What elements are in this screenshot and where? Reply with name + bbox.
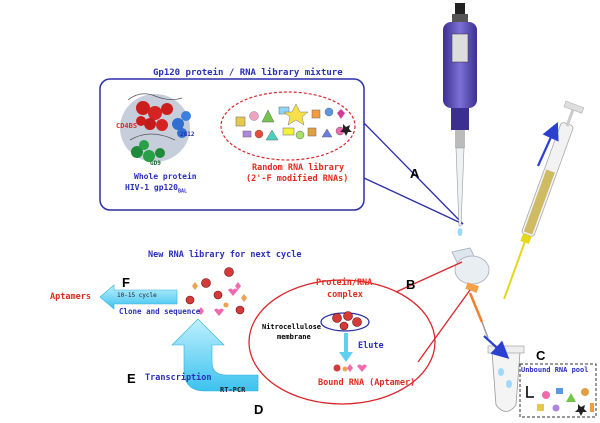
elute-label: Elute xyxy=(358,341,384,351)
gp120-protein-structure xyxy=(120,93,191,162)
membrane-label-2: membrane xyxy=(277,333,311,341)
syringe-illustration xyxy=(503,100,585,300)
complex-callout-bottom xyxy=(417,289,471,363)
pipette-illustration xyxy=(443,3,477,236)
unbound-pool-label: Unbound RNA pool xyxy=(521,366,589,374)
new-library-label: New RNA library for next cycle xyxy=(148,250,302,260)
callout-line-top xyxy=(363,122,464,225)
callout-line-bottom xyxy=(363,177,464,225)
bound-rna-label: Bound RNA (Aptamer) xyxy=(318,378,416,388)
transcription-label: Transcription xyxy=(145,373,212,383)
cycle-count-label: 10-15 cycle xyxy=(117,292,157,299)
new-library-shapes xyxy=(185,267,247,316)
cycle-arrow xyxy=(171,318,259,392)
bound-rna-shapes xyxy=(333,364,367,372)
protein-caption-1: Whole protein xyxy=(134,172,197,181)
unbound-pool-shapes xyxy=(526,386,594,416)
syringe-up-arrow xyxy=(536,121,559,167)
library-caption-1: Random RNA library xyxy=(252,163,345,173)
protein-caption-2: HIV-1 gp120BAL xyxy=(125,183,188,195)
protein-rna-complex-icon xyxy=(320,311,370,332)
tube-down-arrow xyxy=(483,335,510,359)
library-caption-2: (2'-F modified RNAs) xyxy=(246,174,349,184)
filter-unit xyxy=(451,247,490,339)
membrane-label-1: Nitrocellulose xyxy=(262,323,322,331)
step-a-label: A xyxy=(410,166,420,181)
clone-label: Clone and sequence xyxy=(119,307,201,316)
step-e-label: E xyxy=(127,371,136,386)
step-d-label: D xyxy=(254,402,264,417)
step-c-label: C xyxy=(536,348,546,363)
aptamer-arrow xyxy=(99,284,178,310)
complex-callout-top xyxy=(395,261,463,293)
2g12-label: 2G12 xyxy=(180,131,195,138)
rna-library-shapes xyxy=(235,103,352,141)
rna-library-ellipse xyxy=(220,91,356,161)
aptamers-label: Aptamers xyxy=(50,292,91,302)
cd4bs-label: CD4BS xyxy=(116,122,138,130)
rtpcr-label: RT-PCR xyxy=(220,386,246,394)
step-b-label: B xyxy=(406,277,416,292)
bound-complex-ellipse xyxy=(248,279,436,405)
mixture-title: Gp120 protein / RNA library mixture xyxy=(153,68,343,78)
step-f-label: F xyxy=(122,275,130,290)
gd-label: GD9 xyxy=(150,160,161,167)
protein-rna-label-1: Protein/RNA xyxy=(316,278,373,288)
protein-rna-label-2: complex xyxy=(327,290,363,300)
